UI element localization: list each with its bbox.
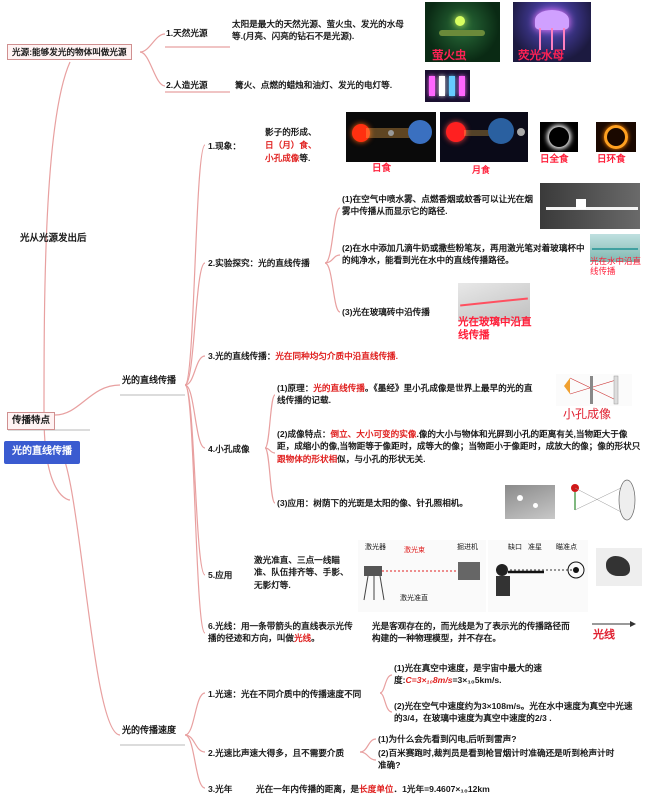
natural-source-text: 太阳是最大的天然光源、萤火虫、发光的水母等.(月亮、闪亮的钻石不是光源). (232, 19, 404, 42)
rifle-aiming-diagram (496, 561, 585, 596)
pinhole-application: (3)应用：树荫下的光斑是太阳的像、针孔照相机。 (277, 498, 468, 508)
shadow-play-image (596, 548, 642, 586)
phenomena-title: 1.现象： (208, 141, 241, 151)
lunar-eclipse-image (440, 112, 528, 162)
speed-s2-q2: (2)百米赛跑时,裁判员是看到枪冒烟计时准确还是听到枪声计时准确? (378, 748, 615, 771)
pinhole-camera-diagram (571, 479, 636, 521)
speed-title[interactable]: 光的传播速度 (122, 725, 177, 735)
experiment-item-3: (3)光在玻璃砖中沿传播 (342, 307, 430, 317)
tree-shade-image (505, 485, 555, 519)
glass-brick-image (458, 283, 530, 321)
water-laser-image (590, 234, 640, 262)
ray-arrow-image (588, 618, 638, 644)
laser-label-tunneler: 掘进机 (457, 544, 478, 551)
pinhole-diagram-image (556, 374, 632, 406)
firefly-label: 萤火虫 (432, 50, 467, 62)
natural-source-title: 1.天然光源 (166, 28, 208, 38)
jellyfish-image (513, 2, 591, 62)
features-red-2: 跟物体的形状相 (277, 453, 338, 464)
speed-s1-title: 1.光速：光在不同介质中的传播速度不同 (208, 689, 362, 699)
pinhole-imaging-term: 小孔成像 (265, 153, 300, 163)
light-source-definition: 光源:能够发光的物体叫做光源 (7, 44, 132, 61)
rifle-label-target: 瞄准点 (556, 544, 577, 551)
annular-eclipse-label: 日环食 (597, 154, 626, 165)
jellyfish-label: 荧光水母 (518, 50, 564, 62)
laser-alignment-image (358, 540, 486, 612)
speed-a1-end: =3×₁₀5km/s. (452, 675, 502, 686)
lamps-image (425, 70, 470, 102)
ray-term: 光线 (293, 633, 312, 644)
features-mid: .像的大小与物体和光屏到小孔的距离有关,当物距大于像距，成缩小的像,当物距等于像… (277, 429, 641, 452)
features-end: 似，与小孔的形状无关. (337, 453, 426, 464)
law-prefix: 3.光的直线传播： (208, 351, 276, 361)
phenomena-line3: 小孔成像等. (265, 152, 310, 164)
laser-alignment-diagram (363, 562, 480, 601)
root-topic[interactable]: 光的直线传播 (4, 441, 80, 464)
rifle-label-notch: 缺口 (508, 544, 522, 551)
rifle-aiming-image (488, 540, 588, 612)
features-red-1: 倒立、大小可变的实像 (330, 429, 417, 439)
features-prefix: (2)成像特点： (277, 429, 331, 439)
pinhole-principle-prefix: (1)原理： (277, 383, 314, 393)
phenomena-line2: 日（月）食、 (265, 140, 317, 150)
application-text: 激光准直、三点一线瞄准、队伍排齐等、手影、无影灯等. (254, 555, 349, 590)
law-text: 光在同种均匀介质中沿直线传播. (275, 351, 399, 361)
straight-propagation-title[interactable]: 光的直线传播 (122, 375, 177, 385)
firefly-image (425, 2, 500, 62)
experiment-title: 2.实验探究：光的直线传播 (208, 258, 310, 268)
speed-a1-text: (1)光在真空中速度，是宇宙中最大的速度: (394, 663, 543, 686)
total-solar-eclipse-label: 日全食 (540, 154, 569, 165)
rifle-label-sight: 准星 (528, 544, 542, 551)
speed-s3-title: 3.光年 (208, 784, 233, 794)
annular-eclipse-image (596, 122, 636, 152)
lunar-eclipse-label: 月食 (472, 165, 491, 175)
application-title: 5.应用 (208, 570, 233, 580)
ray-note: 光是客观存在的，而光线是为了表示光的传播路径而构建的一种物理模型，并不存在。 (372, 621, 570, 644)
light-year-value: ．1光年=9.4607×₁₀12km (393, 784, 490, 794)
pinhole-diagram (564, 375, 619, 405)
travels-from-source: 光从光源发出后 (20, 233, 87, 244)
ray-definition: 6.光线：用一条带箭头的直线表示光传播的径迹和方向，叫做光线。 (208, 620, 356, 645)
experiment-item-2: (2)在水中添加几滴牛奶或撒些粉笔灰，再用激光笔对着玻璃杯中的纯净水，能看到光在… (342, 243, 585, 266)
ray-label: 光线 (593, 629, 615, 641)
solar-eclipse-label: 日食 (372, 163, 392, 174)
phenomena-etc: 等. (299, 153, 311, 163)
pinhole-principle-rest: 。《墨经》里小孔成像是世界上最早的光的直线传播的记载. (277, 383, 533, 406)
speed-s2-q1: (1)为什么会先看到闪电,后听到雷声? (378, 734, 517, 744)
pinhole-label: 小孔成像 (563, 407, 612, 421)
pinhole-principle: (1)原理：光的直线传播。《墨经》里小孔成像是世界上最早的光的直线传播的记载. (277, 382, 537, 407)
total-solar-eclipse-image (540, 122, 578, 152)
light-year-prefix: 光在一年内传播的距离，是 (256, 784, 360, 794)
glass-brick-label: 光在玻璃中沿直线传播 (458, 316, 532, 341)
speed-s3-text: 光在一年内传播的距离，是长度单位．1光年=9.4607×₁₀12km (256, 783, 490, 795)
propagation-characteristics: 传播特点 (7, 412, 56, 430)
pinhole-features: (2)成像特点：倒立、大小可变的实像.像的大小与物体和光屏到小孔的距离有关,当物… (277, 428, 641, 465)
smoke-laser-image (540, 183, 640, 229)
light-year-unit: 长度单位 (359, 784, 394, 794)
artificial-source-text: 篝火、点燃的蜡烛和油灯、发光的电灯等. (235, 80, 393, 90)
solar-eclipse-image (346, 112, 436, 162)
pinhole-title: 4.小孔成像 (208, 444, 250, 454)
speed-a1-formula: C=3×₁₀8m/s (405, 675, 453, 686)
experiment-item-1: (1)在空气中喷水雾、点燃香烟或蚊香可以让光在烟雾中传播从而显示它的路径. (342, 194, 533, 217)
ray-prefix: 6.光线：用一条带箭头的直线表示光传播的径迹和方向，叫做 (208, 621, 353, 644)
ray-arrow (592, 621, 636, 627)
candle-camera-image (565, 476, 640, 524)
laser-label-beam: 激光束 (404, 547, 425, 554)
ray-end: 。 (311, 633, 320, 644)
speed-s2-title: 2.光速比声速大得多，且不需要介质 (208, 748, 345, 758)
water-laser-label: 光在水中沿直线传播 (590, 256, 642, 277)
speed-s1-a2: (2)光在空气中速度约为3×108m/s。光在水中速度为真空中光速的3/4，在玻… (394, 701, 633, 724)
phenomena-line1: 影子的形成、 (265, 127, 317, 137)
speed-s1-a1: (1)光在真空中速度，是宇宙中最大的速度:C=3×₁₀8m/s=3×₁₀5km/… (394, 662, 584, 687)
laser-label-alignment: 激光准直 (400, 595, 428, 602)
pinhole-principle-red: 光的直线传播 (313, 383, 365, 393)
law-statement: 3.光的直线传播：光在同种均匀介质中沿直线传播. (208, 350, 398, 362)
artificial-source-title: 2.人造光源 (166, 80, 208, 90)
laser-label-emitter: 激光器 (365, 544, 386, 551)
